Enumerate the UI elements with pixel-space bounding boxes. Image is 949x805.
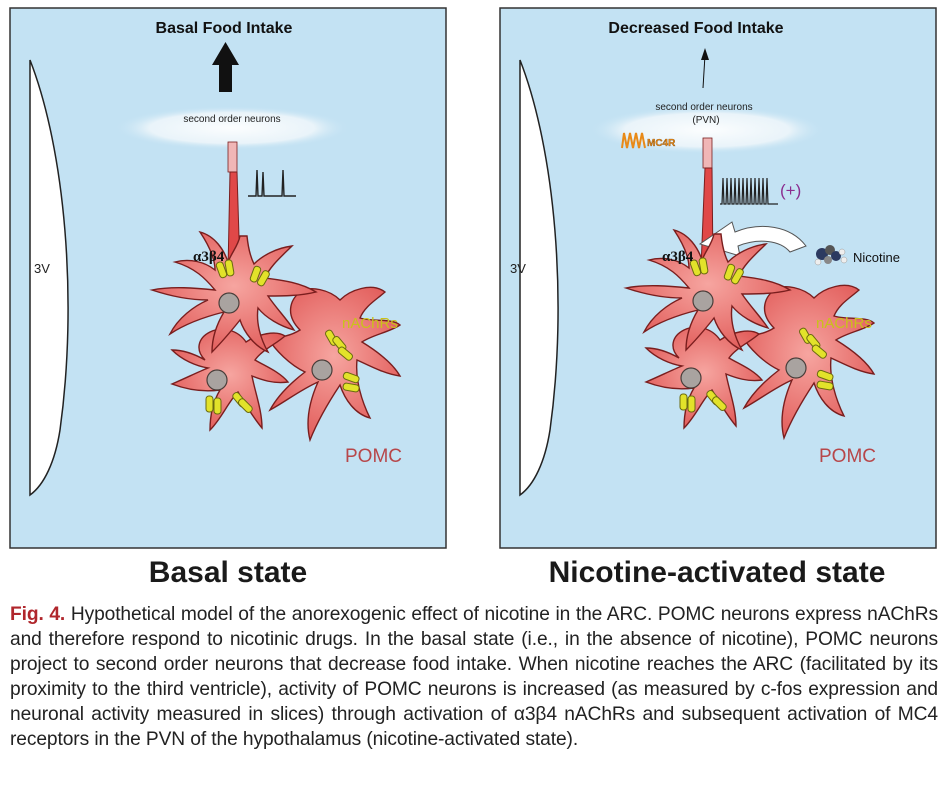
curved-arrow-icon <box>698 221 807 257</box>
up-arrow-icon <box>212 42 239 92</box>
third-ventricle-shape <box>29 59 69 497</box>
spike-train <box>720 177 778 205</box>
figure-panels: 3V Basal Food Intake second order neuron… <box>9 7 937 549</box>
right-state-title: Nicotine-activated state <box>548 556 886 589</box>
mc4r-receptor-icon <box>621 132 646 149</box>
third-ventricle-shape <box>519 59 559 497</box>
right-panel: 3V Decreased Food Intake second order ne… <box>499 7 937 549</box>
second-order-neurons-label: second order neurons <box>183 114 280 125</box>
pomc-label: POMC <box>819 446 876 467</box>
spike-trace <box>248 169 296 197</box>
nicotine-label: Nicotine <box>853 250 900 265</box>
receptor-subunit-label: α3β4 <box>193 249 225 265</box>
figure-label: Fig. 4. <box>10 604 66 625</box>
receptor-subunit-label: α3β4 <box>662 249 694 265</box>
left-panel: 3V Basal Food Intake second order neuron… <box>9 7 447 549</box>
nachr-label: nAChRs <box>816 315 872 332</box>
small-up-arrow-icon <box>701 48 709 89</box>
ventricle-label: 3V <box>34 261 50 276</box>
second-order-neurons-cloud <box>114 106 350 150</box>
axon-terminal <box>227 141 238 173</box>
nicotine-molecule-icon <box>814 245 848 266</box>
left-state-title: Basal state <box>148 556 308 589</box>
panel-title: Basal Food Intake <box>156 20 293 37</box>
figure-caption: Fig. 4. Hypothetical model of the anorex… <box>10 602 938 752</box>
pvn-label: (PVN) <box>692 115 719 126</box>
pomc-label: POMC <box>345 446 402 467</box>
nachr-label: nAChRs <box>342 315 398 332</box>
plus-label: (+) <box>780 181 801 200</box>
ventricle-label: 3V <box>510 261 526 276</box>
second-order-neurons-cloud <box>589 106 825 154</box>
second-order-neurons-label: second order neurons <box>655 102 752 113</box>
mc4r-label: MC4R <box>647 138 676 149</box>
caption-text: Hypothetical model of the anorexogenic e… <box>10 604 938 750</box>
axon-terminal <box>702 137 713 169</box>
panel-title: Decreased Food Intake <box>608 20 783 37</box>
